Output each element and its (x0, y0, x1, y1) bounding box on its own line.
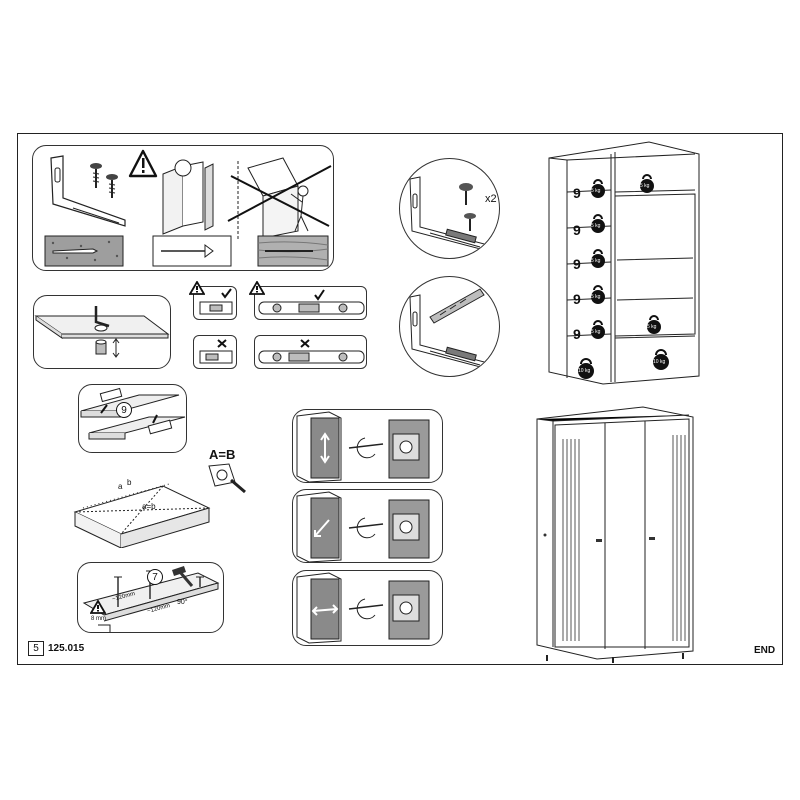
warning-triangle-icon (128, 149, 158, 178)
level-bad-long-panel (254, 335, 367, 369)
drill-detail (399, 276, 500, 377)
wall-fixing-drawing (44, 149, 332, 267)
diag-b-label: b (127, 478, 132, 487)
back-panel-nailing-panel (77, 562, 224, 633)
instruction-sheet (17, 133, 783, 665)
bottom-weight-label: 10 kg (653, 359, 666, 365)
shelf-weight-label: 5 kg (591, 294, 601, 300)
shelf-weight-label: 5 kg (640, 183, 650, 189)
screw-count-label: x2 (485, 193, 497, 205)
frame-diagonal-drawing (73, 478, 213, 553)
cross-icon (217, 339, 227, 348)
tape-measure-icon (207, 462, 247, 501)
kettlebell-weight-icon (651, 347, 671, 371)
page-number: 5 (28, 641, 44, 656)
shelf-weight-label: 5 kg (647, 324, 657, 330)
level-bad-small-panel (193, 335, 237, 369)
screw-icon (90, 163, 102, 188)
step-nine-badge: 9 (116, 402, 132, 418)
shelf-weight-label: 5 kg (591, 223, 601, 229)
kettlebell-weight-icon (576, 356, 596, 380)
shelf-count-label: 9 (573, 256, 581, 272)
kettlebell-weight-icon (645, 313, 663, 335)
kettlebell-weight-icon (589, 283, 607, 305)
product-code: 125.015 (48, 643, 85, 654)
shelf-pin-panel (33, 295, 171, 369)
kettlebell-weight-icon (638, 172, 656, 194)
shelf-weight-label: 5 kg (591, 329, 601, 335)
check-icon (314, 289, 325, 301)
shelf-count-label: 9 (573, 185, 581, 201)
warning-triangle-icon (89, 599, 107, 619)
wardrobe-interior-drawing (545, 140, 705, 390)
finished-wardrobe-drawing (533, 405, 698, 668)
shelf-count-label: 9 (573, 222, 581, 238)
shelf-pin-drawing (34, 306, 170, 358)
connector-panel (78, 384, 187, 453)
hinge-depth-panel (292, 489, 443, 563)
step-seven-badge: 7 (147, 569, 163, 585)
check-icon (221, 288, 232, 299)
shelf-weight-label: 5 kg (591, 258, 601, 264)
hinge-horizontal-panel (292, 570, 443, 646)
wall-fixing-panel (32, 145, 334, 271)
equal-diagonal-label: A=B (209, 447, 236, 462)
shelf-count-label: 9 (573, 291, 581, 307)
angle-label: 90° (177, 599, 188, 606)
bracket-screw-detail (399, 158, 500, 259)
gap-label: 8 mm (91, 616, 106, 622)
bottom-weight-label: 10 kg (578, 368, 591, 374)
warning-triangle-icon (248, 280, 266, 300)
shelf-count-label: 9 (573, 326, 581, 342)
screw-icon (106, 174, 118, 198)
warning-triangle-icon (188, 280, 206, 300)
kettlebell-weight-icon (589, 318, 607, 340)
level-ok-long-panel (254, 286, 367, 320)
hinge-vertical-panel (292, 409, 443, 483)
diag-eq-label: a=b (142, 502, 156, 511)
hammer-icon (168, 564, 196, 595)
cross-icon (300, 339, 310, 348)
kettlebell-weight-icon (589, 177, 607, 199)
end-label: END (754, 645, 776, 656)
diag-a-label: a (118, 482, 123, 491)
kettlebell-weight-icon (589, 247, 607, 269)
kettlebell-weight-icon (589, 212, 607, 234)
shelf-weight-label: 5 kg (591, 188, 601, 194)
